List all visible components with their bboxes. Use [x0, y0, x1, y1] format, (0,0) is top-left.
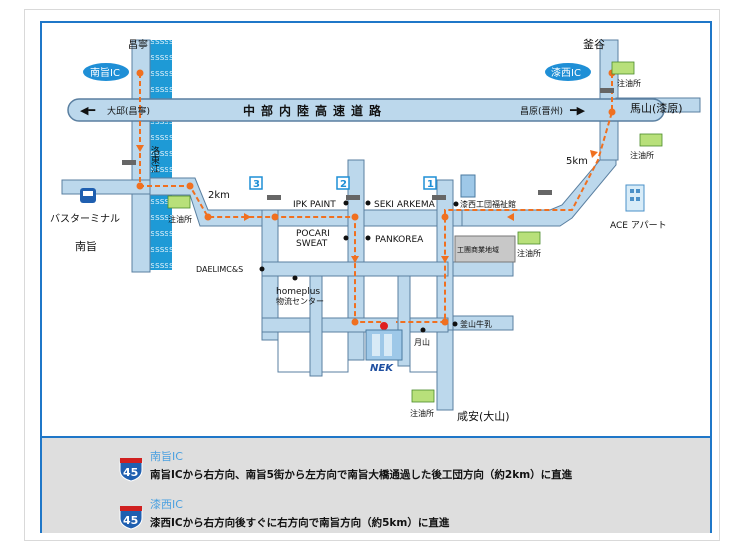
namji-ic-badge: 南旨IC [81, 61, 131, 83]
place-changnyeong: 昌寧 [128, 38, 148, 51]
svg-text:45: 45 [123, 466, 138, 479]
landmark-pocari-1: POCARI [296, 229, 330, 239]
location-map: sss [42, 23, 710, 435]
route-nodes [136, 69, 616, 326]
landmark-pankorea: PANKOREA [375, 235, 424, 245]
nek-label: NEK [370, 363, 394, 374]
welfare-building-icon [460, 174, 476, 198]
marker-1: 1 [423, 176, 437, 190]
highway-shield-icon: 45 [119, 458, 143, 482]
place-haman: 咸安(大山) [457, 409, 510, 423]
bus-icon [80, 188, 96, 203]
landmark-milk: 釜山牛乳 [460, 319, 492, 329]
map-svg: sss [50, 37, 701, 423]
gas-station-icons [167, 61, 663, 403]
landmark-industrial: 工團商業地域 [457, 245, 499, 254]
gas-station-label-3: 注油所 [617, 78, 641, 88]
landmark-daelim: DAELIMC&S [196, 265, 243, 274]
gas-station-label-4: 注油所 [630, 150, 654, 160]
route-arrows [136, 145, 598, 263]
place-busgok: 釜谷 [583, 37, 605, 51]
place-masan: 馬山(漆原) [630, 102, 683, 115]
bus-terminal-label: バスターミナル [50, 213, 120, 225]
landmark-homeplus-2: 物流センター [276, 296, 324, 306]
directions-legend: 45 南旨IC 南旨ICから右方向、南旨5街から左方向で南旨大橋通過した後工団方… [42, 436, 710, 533]
right-destination: 昌原(晋州) [520, 106, 563, 117]
left-destination: 大邱(昌寧) [107, 105, 150, 117]
legend-title-namji: 南旨IC [150, 450, 183, 463]
gas-station-label-1: 注油所 [168, 214, 192, 224]
landmark-ipk-paint: IPK PAINT [293, 200, 336, 210]
city-blocks [277, 275, 438, 373]
gas-station-label-2: 注油所 [517, 248, 541, 258]
industrial-zone [454, 235, 516, 263]
landmark-ace: ACE アパート [610, 220, 667, 231]
legend-title-chilseo: 漆西IC [150, 498, 183, 511]
svg-text:2: 2 [340, 179, 347, 190]
svg-text:1: 1 [427, 179, 434, 190]
landmark-wolsan: 月山 [414, 337, 430, 347]
distance-2km: 2km [208, 190, 230, 201]
left-arrow-icon: ◀━ [80, 104, 95, 117]
landmark-seki: SEKI ARKEMA [374, 200, 436, 210]
marker-3: 3 [249, 176, 263, 190]
distance-5km: 5km [566, 156, 588, 167]
svg-text:漆西IC: 漆西IC [551, 66, 581, 79]
landmark-welfare: 漆西工団福祉館 [460, 199, 516, 209]
nek-building-icon [365, 329, 403, 361]
chilseo-ic-badge: 漆西IC [543, 61, 593, 83]
svg-text:南旨IC: 南旨IC [90, 66, 120, 79]
gas-station-label-5: 注油所 [410, 408, 434, 418]
destination-dot [380, 322, 388, 330]
landmark-homeplus-1: homeplus [276, 287, 320, 297]
marker-2: 2 [336, 176, 350, 190]
landmark-pocari-2: SWEAT [296, 239, 328, 249]
expressway-name: 中部内陸高速道路 [243, 103, 387, 118]
highway-shield-icon: 45 [119, 506, 143, 530]
svg-text:3: 3 [253, 179, 260, 190]
traffic-light-icons [122, 88, 614, 200]
place-namji: 南旨 [75, 240, 97, 253]
right-arrow-icon: ━▶ [569, 104, 586, 117]
svg-text:45: 45 [123, 514, 138, 527]
legend-text-chilseo: 漆西ICから右方向後すぐに右方向で南旨方向（約5km）に直進 [150, 517, 450, 529]
legend-text-namji: 南旨ICから右方向、南旨5街から左方向で南旨大橋通過した後工団方向（約2km）に… [150, 469, 573, 481]
expressway [67, 98, 665, 122]
apartment-icon [625, 184, 645, 212]
river-label: 洛東江 [149, 145, 160, 174]
